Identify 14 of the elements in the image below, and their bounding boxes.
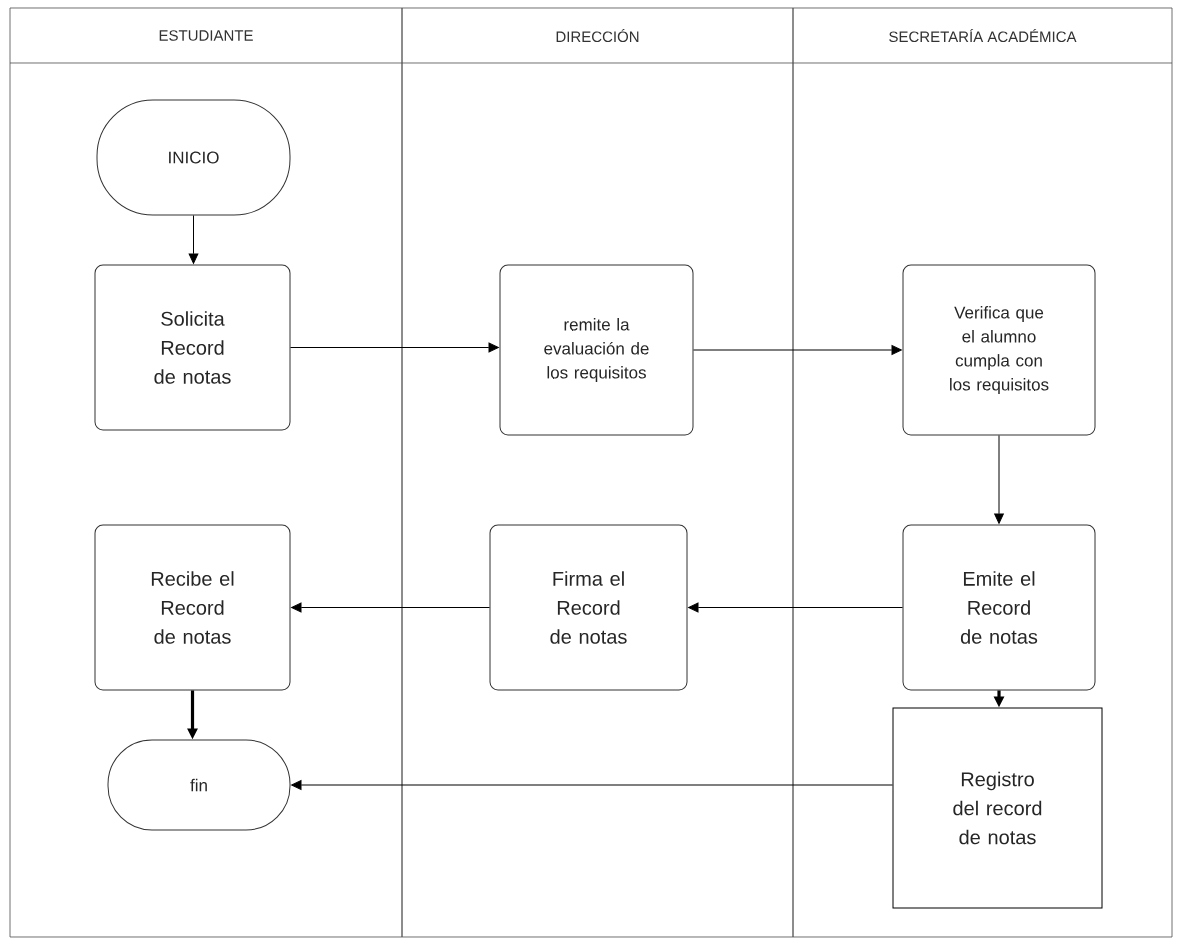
- process-box: Recibe el Record de notas: [94, 524, 291, 691]
- process-box: Registro del record de notas: [892, 707, 1103, 909]
- arrow: [188, 215, 199, 264]
- arrow: [688, 602, 903, 613]
- process-box: Verifica que el alumno cumpla con los requisitos: [902, 264, 1096, 436]
- arrow: [693, 345, 902, 355]
- arrow: [994, 435, 1004, 524]
- arrow: [291, 602, 490, 613]
- process-box: Emite el Record de notas: [902, 524, 1096, 691]
- process-box: Solicita Record de notas: [94, 264, 291, 431]
- arrow: [291, 780, 893, 790]
- process-box: remite la evaluación de los requisitos: [499, 264, 694, 436]
- process-box: Firma el Record de notas: [489, 524, 688, 691]
- arrow: [290, 342, 499, 353]
